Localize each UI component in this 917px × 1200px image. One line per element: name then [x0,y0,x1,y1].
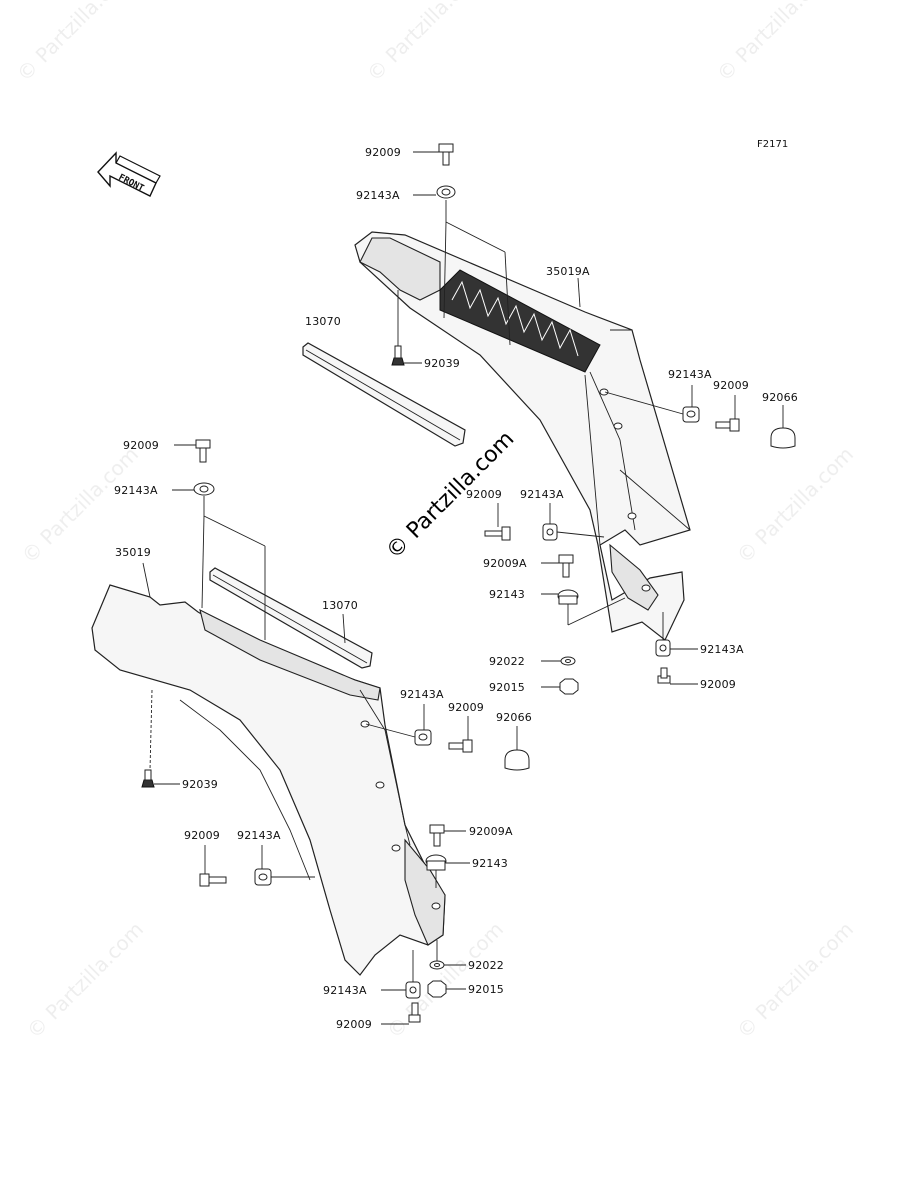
bolt-icon [199,873,227,887]
grommet-icon [254,868,272,886]
leader-lines [142,151,784,1025]
callout-label: 92015 [489,681,525,694]
bolt-icon [195,439,211,463]
callout-label: 92066 [762,391,798,404]
callout-label: 92143A [700,643,744,656]
callout-label: 13070 [322,599,358,612]
callout-label: 92009 [184,829,220,842]
callout-label: 92015 [468,983,504,996]
bolt-icon [429,824,445,847]
bolt-icon [484,526,511,541]
callout-label: 92039 [182,778,218,791]
cap-icon [504,749,530,771]
callout-label: 92143A [237,829,281,842]
nut-icon [427,980,447,998]
washer-icon [429,960,445,970]
grommet-icon [655,639,671,657]
callout-label: 92143A [114,484,158,497]
callout-label: 92009 [448,701,484,714]
callout-label: 92143A [323,984,367,997]
callout-label: 92143 [472,857,508,870]
callout-label: 92143 [489,588,525,601]
clip-icon [141,769,155,788]
callout-label: 92009 [466,488,502,501]
grommet-icon [682,406,700,423]
bolt-icon [715,418,740,432]
callout-label: 92143A [520,488,564,501]
callout-label: 92143A [400,688,444,701]
clip-icon [391,345,405,366]
side-cover-left [91,584,446,976]
callout-label: 92066 [496,711,532,724]
callout-label: 92143A [668,368,712,381]
callout-label: 92143A [356,189,400,202]
trim-strip-lower [209,567,373,669]
watermark-text: © Partzilla.com [732,442,858,568]
callout-label: 13070 [305,315,341,328]
bolt-icon [448,739,473,753]
cap-icon [770,427,796,449]
bolt-icon [657,667,671,684]
grommet-icon [405,981,421,999]
watermark-text: © Partzilla.com [712,0,838,86]
bolt-icon [558,554,574,578]
figure-code: F2171 [757,139,788,150]
callout-label: 92009 [336,1018,372,1031]
trim-strip-upper [302,342,466,447]
grommet-icon [542,523,558,541]
callout-label: 92009 [123,439,159,452]
callout-label: 35019 [115,546,151,559]
callout-label: 92009 [365,146,401,159]
callout-labels: 92009 92143A 35019A 13070 92039 92143A 9… [114,146,798,1031]
callout-label: 92009A [469,825,513,838]
washer-icon [560,656,576,666]
grommet-icon [193,482,215,496]
nut-icon [559,678,579,695]
side-cover-right [354,231,691,641]
grommet-icon [425,854,447,871]
grommet-icon [414,729,432,746]
callout-label: 92009A [483,557,527,570]
callout-label: 35019A [546,265,590,278]
watermark-text: © Partzilla.com [12,0,138,86]
callout-label: 92009 [713,379,749,392]
watermark-text: © Partzilla.com [732,917,858,1043]
bolt-icon [408,1002,421,1023]
front-arrow-icon: FRONT [97,151,161,197]
callout-label: 92039 [424,357,460,370]
grommet-icon [557,589,579,605]
watermark-text: © Partzilla.com [362,0,488,86]
bolt-icon [438,143,454,166]
callout-label: 92022 [489,655,525,668]
watermark-text: © Partzilla.com [22,917,148,1043]
callout-label: 92022 [468,959,504,972]
grommet-icon [436,185,456,199]
callout-label: 92009 [700,678,736,691]
